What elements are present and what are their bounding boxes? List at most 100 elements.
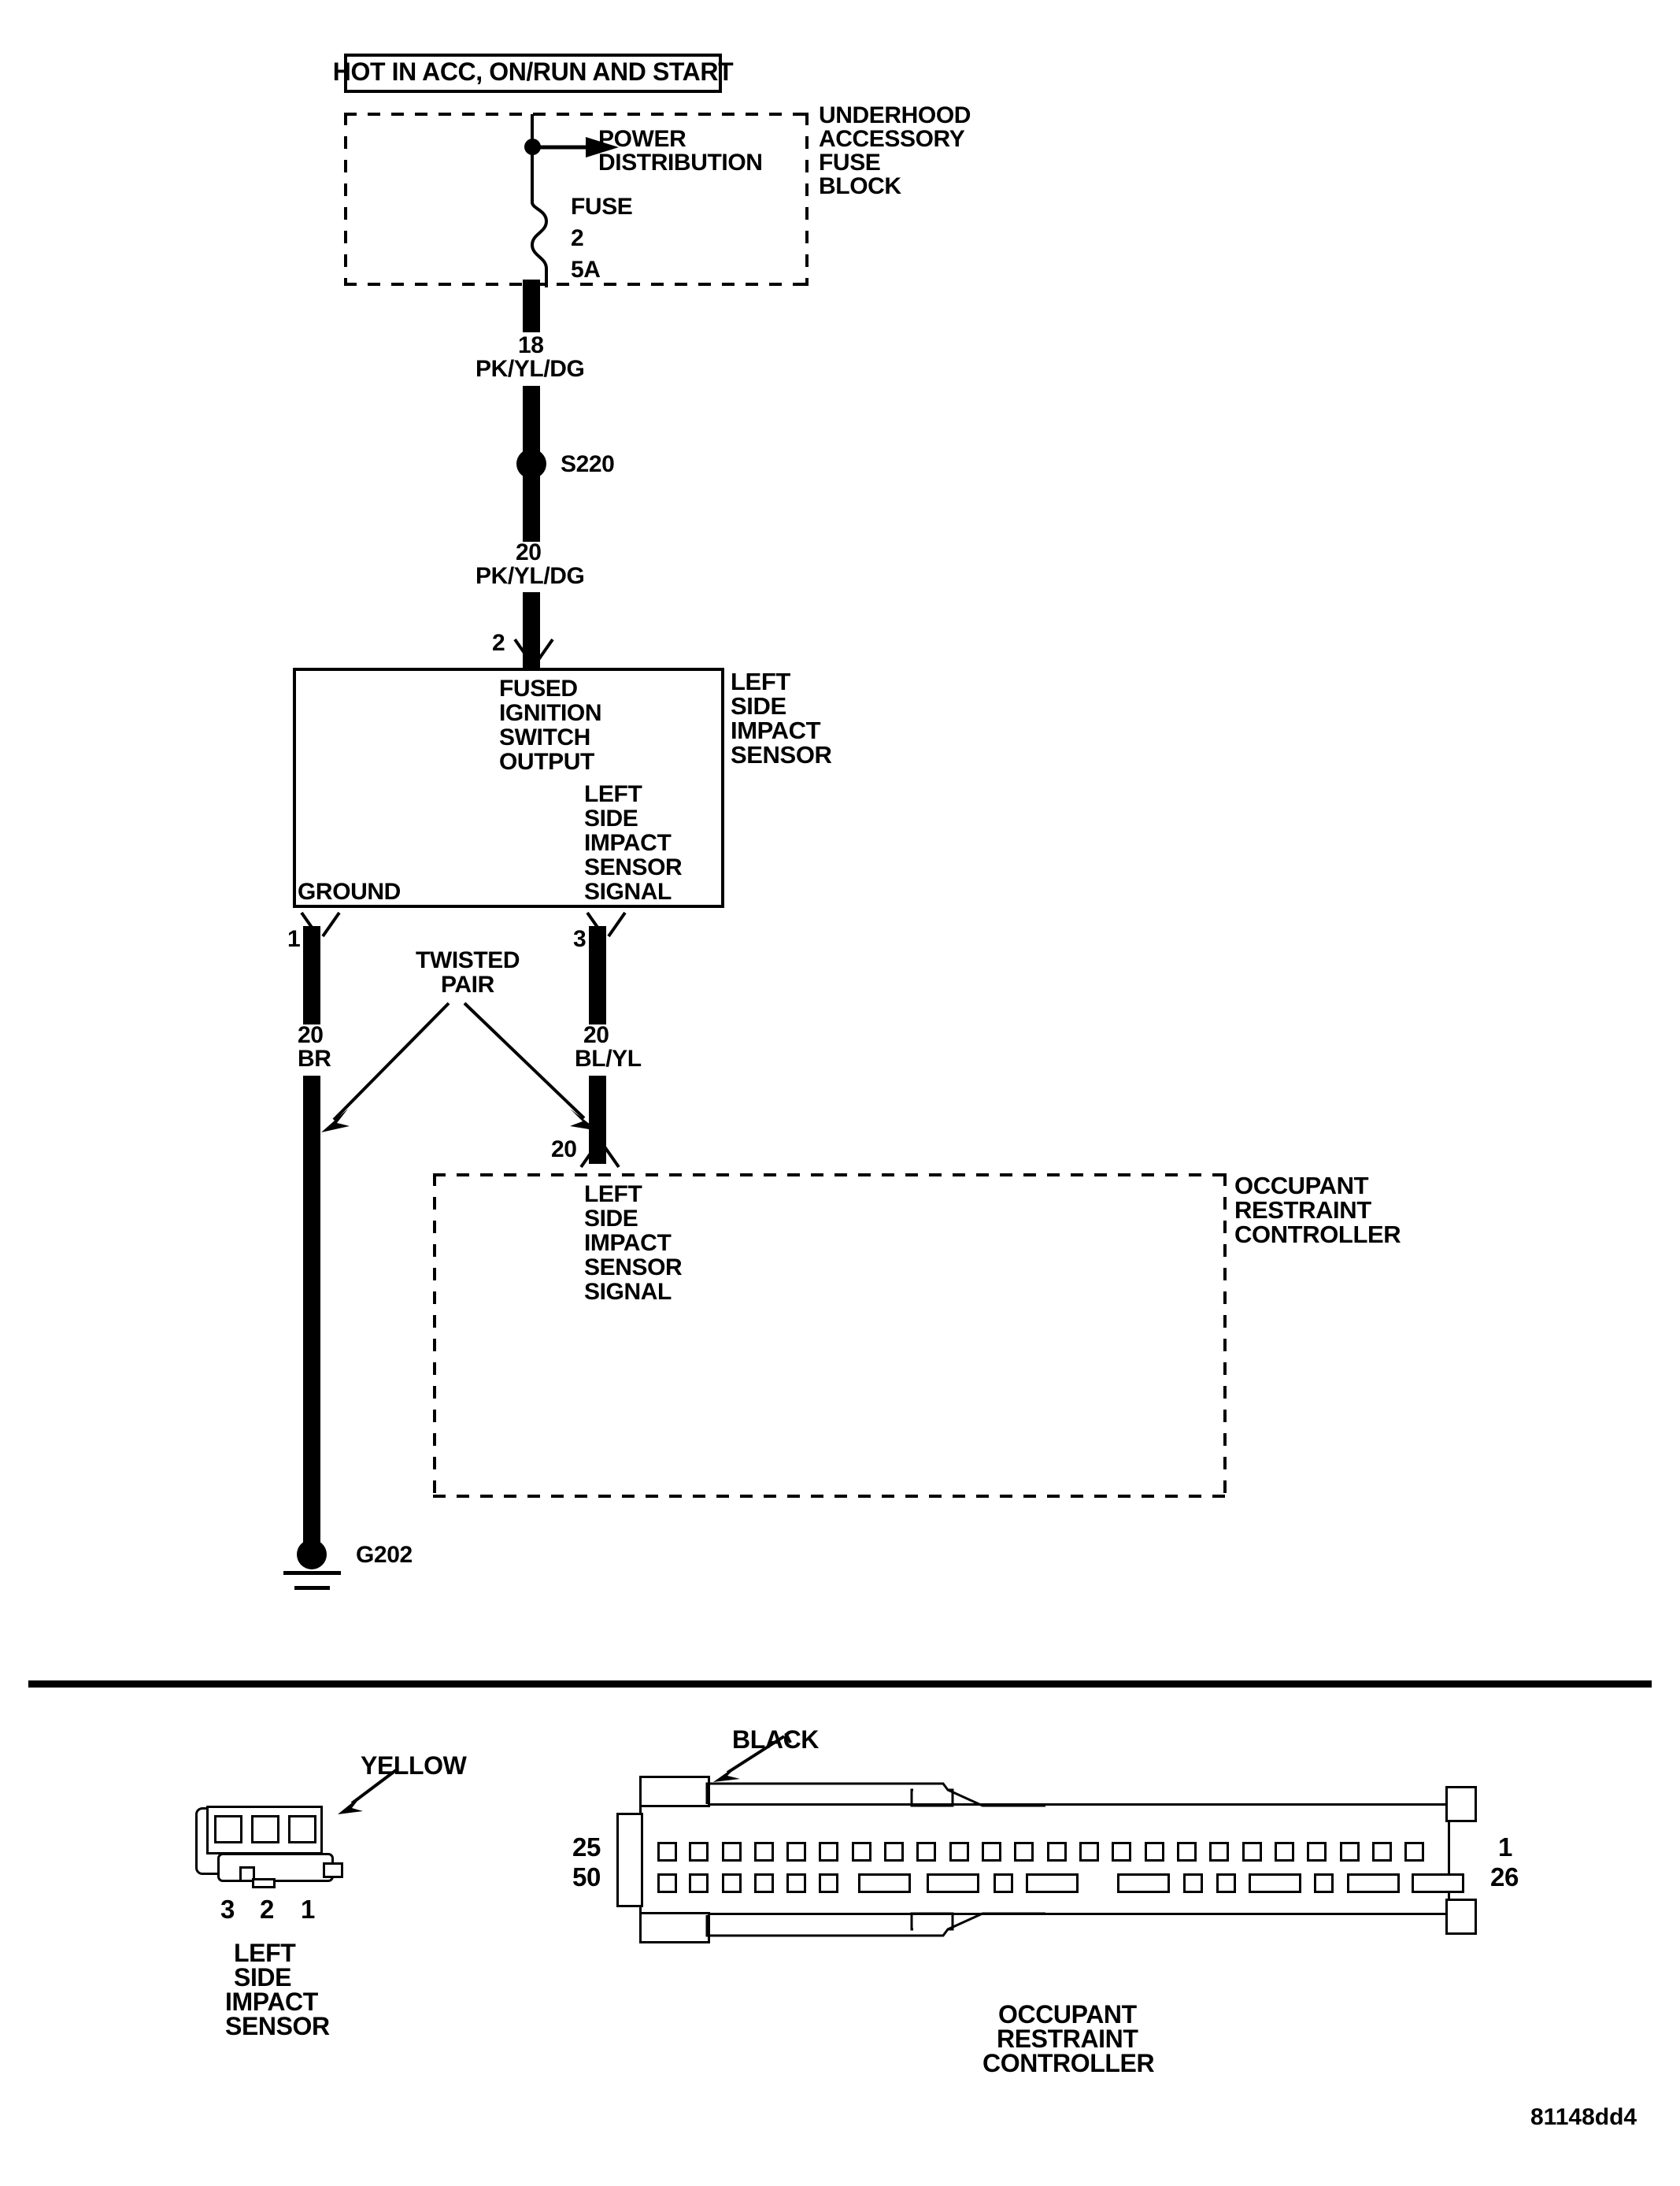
controller-cavity-top — [1209, 1842, 1229, 1862]
sensor-terminal-signal-1: LEFT — [584, 781, 642, 807]
wire-20-blyl-gauge: 20 — [583, 1022, 609, 1048]
sensor-terminal-ground: GROUND — [298, 879, 401, 905]
controller-cavity-top — [982, 1842, 1001, 1862]
underhood-fuse-block-outline — [344, 113, 809, 286]
underhood-fuse-block-label-4: BLOCK — [819, 173, 901, 199]
controller-cavity-bottom — [1314, 1873, 1334, 1893]
sensor-connector-latch-right — [323, 1862, 343, 1878]
power-distribution-label-2: DISTRIBUTION — [598, 150, 763, 176]
controller-connector-right-pin-bottom: 26 — [1490, 1862, 1519, 1891]
fuse-number: 2 — [571, 225, 584, 251]
ground-g202-dot — [297, 1539, 327, 1569]
yellow-connector-color-label: YELLOW — [361, 1751, 467, 1780]
controller-cavity-top — [1112, 1842, 1131, 1862]
controller-cavity-top — [657, 1842, 677, 1862]
sensor-connector-base — [217, 1853, 334, 1882]
wire-20-pkyldg-gauge: 20 — [516, 539, 542, 565]
sensor-connector-cavity-1 — [288, 1815, 316, 1843]
controller-module-title-2: RESTRAINT — [1234, 1196, 1371, 1224]
sensor-connector-latch-bottom — [252, 1878, 276, 1888]
underhood-fuse-block-label-1: UNDERHOOD — [819, 102, 971, 128]
splice-s220-label: S220 — [561, 451, 615, 477]
controller-connector-right-pin-top: 1 — [1498, 1832, 1512, 1862]
controller-cavity-bottom-wide — [1249, 1873, 1301, 1893]
controller-cavity-top — [1047, 1842, 1067, 1862]
left-side-impact-sensor-module — [293, 668, 724, 908]
wire-20-br-color: BR — [298, 1046, 331, 1072]
sensor-terminal-signal-4: SENSOR — [584, 854, 683, 880]
controller-cavity-top — [1177, 1842, 1197, 1862]
controller-connector-left-flange — [616, 1813, 643, 1907]
controller-module-title-1: OCCUPANT — [1234, 1172, 1369, 1199]
controller-cavity-bottom — [657, 1873, 677, 1893]
controller-cavity-top — [916, 1842, 936, 1862]
controller-cavity-bottom — [994, 1873, 1013, 1893]
controller-cavity-bottom-wide — [927, 1873, 979, 1893]
sensor-module-title-1: LEFT — [731, 668, 790, 695]
ground-g202-label: G202 — [356, 1542, 413, 1568]
sensor-module-title-2: SIDE — [731, 692, 786, 720]
sensor-connector-caption-4: SENSOR — [225, 2012, 330, 2040]
sensor-connector-caption-2: SIDE — [234, 1963, 292, 1991]
controller-terminal-line-4: SENSOR — [584, 1254, 683, 1280]
controller-cavity-bottom-wide — [858, 1873, 911, 1893]
controller-cavity-top — [949, 1842, 969, 1862]
fuse-label: FUSE — [571, 194, 633, 220]
sensor-terminal-fused-2: IGNITION — [499, 700, 602, 726]
hot-in-banner-label: HOT IN ACC, ON/RUN AND START — [332, 57, 734, 86]
controller-cavity-bottom — [786, 1873, 806, 1893]
controller-cavity-top — [1372, 1842, 1392, 1862]
controller-cavity-top — [689, 1842, 709, 1862]
sensor-connector-pin-label-1: 1 — [301, 1895, 315, 1924]
controller-connector-left-tab-top — [639, 1776, 710, 1807]
controller-cavity-bottom — [819, 1873, 838, 1893]
sensor-connector-caption-3: IMPACT — [225, 1988, 318, 2016]
controller-connector-upper-key-icon — [705, 1782, 1045, 1807]
controller-module-title-3: CONTROLLER — [1234, 1221, 1401, 1248]
sensor-connector-pin-label-3: 3 — [220, 1895, 235, 1924]
sensor-terminal-signal-2: SIDE — [584, 806, 638, 832]
controller-cavity-top — [1014, 1842, 1034, 1862]
sensor-connector-cavity-2 — [251, 1815, 279, 1843]
controller-cavity-bottom-wide — [1412, 1873, 1464, 1893]
controller-connector-lower-key-icon — [705, 1912, 1045, 1937]
power-distribution-label-1: POWER — [598, 126, 686, 152]
power-distribution-arrow-icon — [532, 137, 619, 157]
controller-connector-right-flange-bottom — [1445, 1899, 1477, 1935]
fuse-block-feed-line — [531, 114, 534, 197]
controller-connector-caption-1: OCCUPANT — [998, 2000, 1137, 2029]
ground-g202-bar-1 — [283, 1571, 341, 1575]
controller-pin20-number: 20 — [551, 1136, 577, 1162]
hot-in-banner: HOT IN ACC, ON/RUN AND START — [333, 54, 734, 93]
controller-terminal-line-1: LEFT — [584, 1181, 642, 1207]
twisted-pair-leader-arrows-icon — [321, 1002, 598, 1132]
wire-signal-upper-segment — [589, 926, 606, 1024]
controller-cavity-top — [1307, 1842, 1327, 1862]
wire-segment-to-sensor-pin2 — [523, 592, 540, 669]
controller-terminal-line-3: IMPACT — [584, 1230, 672, 1256]
controller-cavity-bottom-wide — [1026, 1873, 1079, 1893]
underhood-fuse-block-label-3: FUSE — [819, 150, 881, 176]
controller-connector-caption-2: RESTRAINT — [997, 2025, 1138, 2053]
controller-cavity-top — [722, 1842, 742, 1862]
wire-ground-upper-segment — [303, 926, 320, 1024]
controller-pin20-terminal-icon — [579, 1142, 620, 1169]
wire-segment-18-pkyldg — [523, 280, 540, 332]
figure-id-code: 81148dd4 — [1530, 2104, 1637, 2130]
controller-cavity-top — [786, 1842, 806, 1862]
controller-cavity-top — [852, 1842, 871, 1862]
wire-segment-below-splice — [523, 472, 540, 542]
controller-connector-left-pin-top: 25 — [572, 1832, 601, 1862]
wire-20-pkyldg-color: PK/YL/DG — [476, 563, 585, 589]
sensor-connector-latch-left — [239, 1866, 255, 1882]
controller-cavity-top — [1145, 1842, 1164, 1862]
controller-cavity-top — [1079, 1842, 1099, 1862]
controller-connector-left-pin-bottom: 50 — [572, 1862, 601, 1891]
wire-signal-lower-segment — [589, 1076, 606, 1164]
sensor-module-title-4: SENSOR — [731, 741, 832, 769]
wire-segment-to-splice — [523, 386, 540, 457]
controller-cavity-top — [1275, 1842, 1294, 1862]
fuse-symbol-icon — [530, 193, 549, 287]
sensor-terminal-fused-3: SWITCH — [499, 724, 590, 750]
